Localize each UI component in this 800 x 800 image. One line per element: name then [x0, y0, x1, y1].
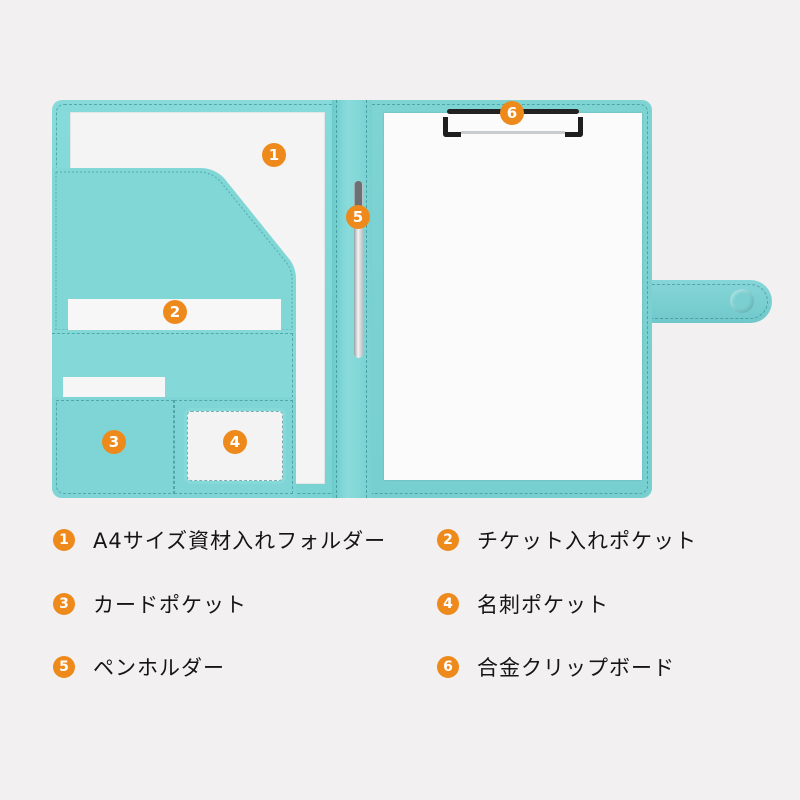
legend-badge-icon: 3	[53, 593, 75, 615]
legend-label: 名刺ポケット	[477, 593, 609, 617]
legend-badge-icon: 5	[53, 656, 75, 678]
clip-right-arm	[565, 117, 583, 137]
legend-badge-icon: 1	[53, 529, 75, 551]
legend-item-5: 5 ペンホルダー	[53, 652, 225, 682]
strap-stitching	[652, 284, 768, 319]
document-pocket-flap	[52, 168, 296, 334]
legend-item-3: 3 カードポケット	[53, 589, 247, 619]
legend-label: 合金クリップボード	[477, 656, 675, 680]
callout-badge-4: 4	[223, 430, 247, 454]
callout-badge-1: 1	[262, 143, 286, 167]
callout-badge-3: 3	[102, 430, 126, 454]
legend-label: カードポケット	[93, 593, 247, 617]
legend-label: ペンホルダー	[93, 656, 225, 680]
legend-badge-icon: 6	[437, 656, 459, 678]
legend-badge-icon: 4	[437, 593, 459, 615]
callout-badge-2: 2	[163, 300, 187, 324]
pen-clip	[355, 181, 362, 207]
snap-button[interactable]	[730, 289, 754, 313]
legend-item-2: 2 チケット入れポケット	[437, 525, 697, 555]
legend-label: チケット入れポケット	[477, 529, 697, 553]
legend-label: A4サイズ資材入れフォルダー	[93, 529, 387, 553]
spine-seam-left	[336, 100, 337, 498]
callout-badge-5: 5	[346, 205, 370, 229]
legend-item-6: 6 合金クリップボード	[437, 652, 675, 682]
clipboard-paper	[384, 113, 642, 480]
business-card-pocket-stitching	[174, 400, 293, 494]
callout-badge-6: 6	[500, 101, 524, 125]
clip-left-arm	[443, 117, 461, 137]
folder-spine	[332, 100, 372, 498]
closure-strap[interactable]	[652, 280, 772, 323]
card-pocket-stitching	[56, 400, 174, 494]
spine-seam-right	[366, 100, 367, 498]
legend-item-4: 4 名刺ポケット	[437, 589, 609, 619]
ticket-pocket-stitching	[52, 333, 293, 398]
legend-item-1: 1 A4サイズ資材入れフォルダー	[53, 525, 386, 555]
card-paper	[63, 377, 165, 398]
pen[interactable]	[354, 181, 363, 358]
legend-badge-icon: 2	[437, 529, 459, 551]
clip-rod	[461, 131, 565, 134]
